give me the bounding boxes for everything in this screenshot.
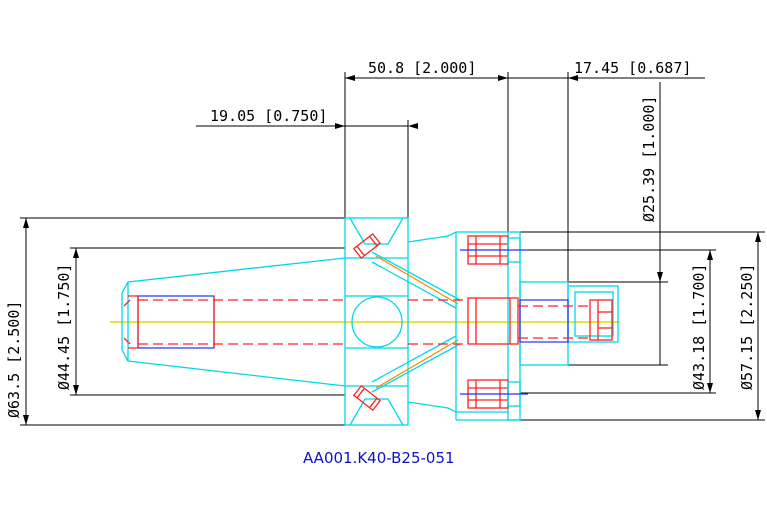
nose-body [407, 231, 619, 421]
flange [344, 217, 461, 426]
retention-bore [123, 295, 345, 349]
dim-dia-flange: Ø63.5 [2.500] [5, 301, 23, 418]
dimension-lines [20, 72, 765, 426]
dim-dia-nose-outer: Ø57.15 [2.250] [738, 264, 756, 390]
dim-dia-bore: Ø25.39 [1.000] [640, 96, 658, 222]
dim-length-total: 50.8 [2.000] [368, 59, 476, 77]
part-number: AA001.K40-B25-051 [303, 449, 455, 467]
dim-length-nose: 17.45 [0.687] [574, 59, 691, 77]
center-bore [408, 297, 613, 345]
dim-dia-nose-inner: Ø43.18 [1.700] [690, 264, 708, 390]
clamp-screw-bottom [460, 379, 528, 409]
clamp-screw-top [460, 235, 528, 265]
dimension-labels: 50.8 [2.000] 17.45 [0.687] 19.05 [0.750]… [5, 59, 756, 418]
dim-length-flange: 19.05 [0.750] [210, 107, 327, 125]
dim-dia-taper: Ø44.45 [1.750] [55, 264, 73, 390]
